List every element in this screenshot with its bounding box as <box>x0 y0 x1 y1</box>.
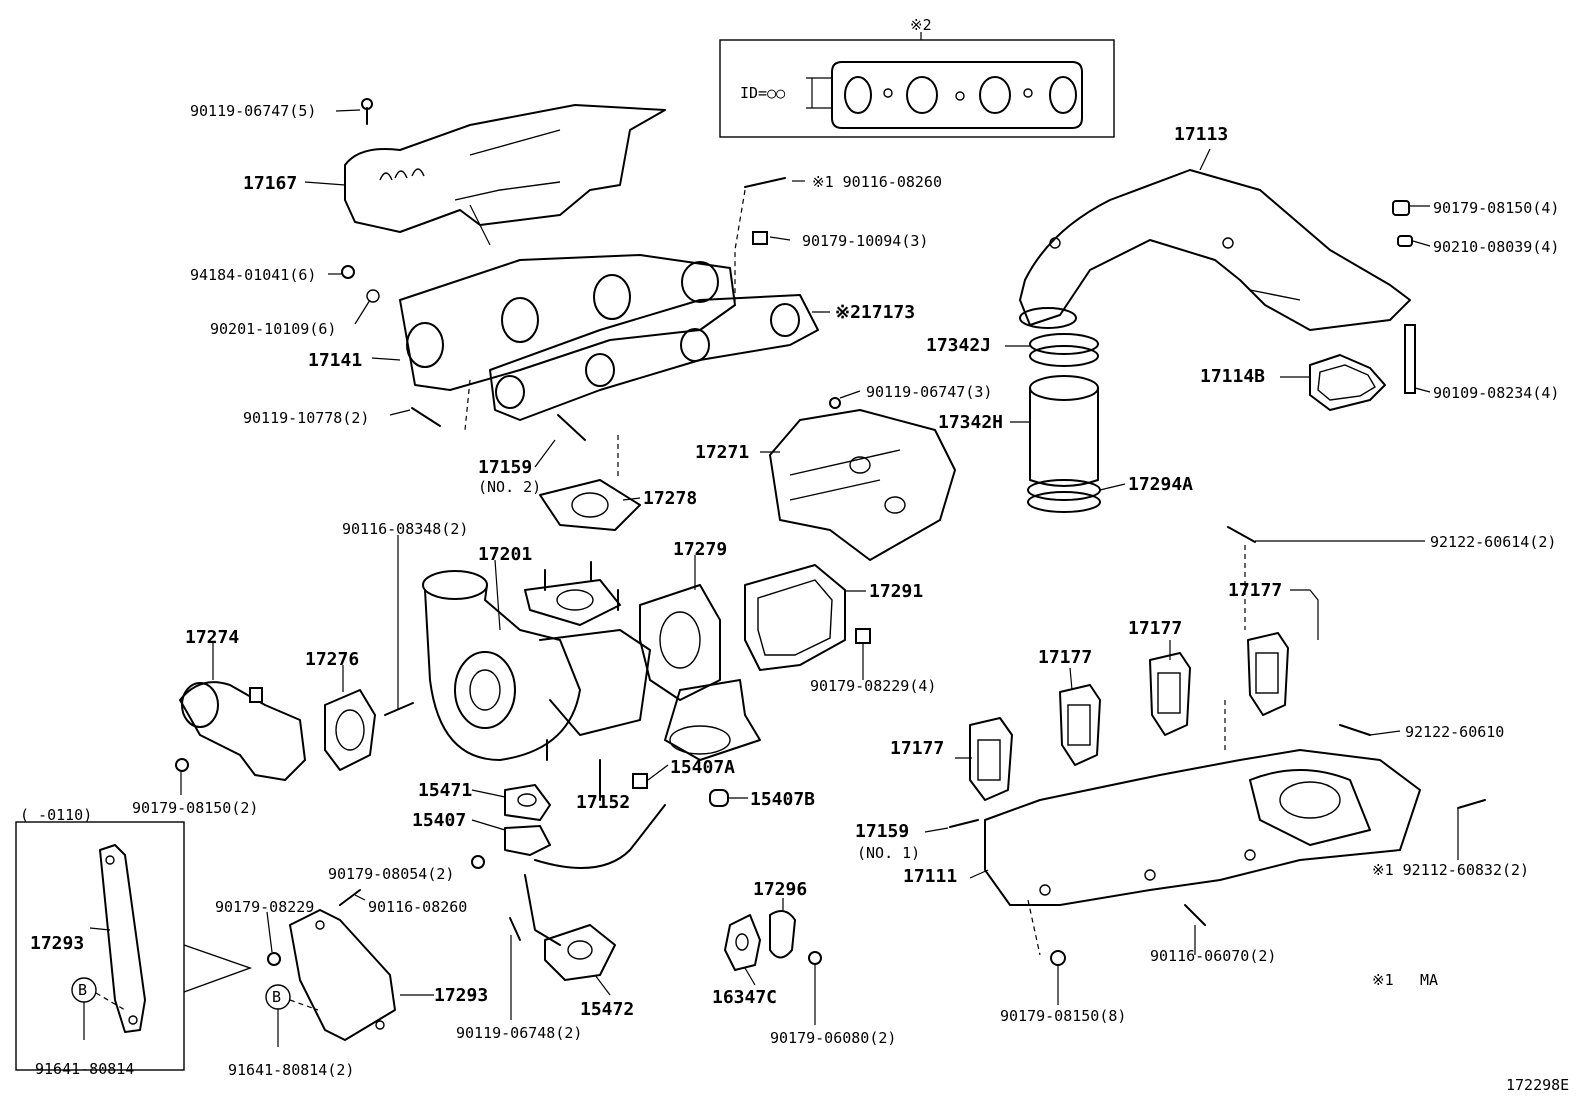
label-15407B: 15407B <box>750 789 815 810</box>
label-17173: ※217173 <box>835 302 915 323</box>
label-17296: 17296 <box>753 879 807 900</box>
label-17201: 17201 <box>478 544 532 565</box>
label-17342J: 17342J <box>926 335 991 356</box>
label-90210-08039: 90210-08039(4) <box>1433 238 1559 256</box>
label-15472: 15472 <box>580 999 634 1020</box>
label-17111: 17111 <box>903 866 957 887</box>
intake-pipe-17113 <box>1019 169 1413 331</box>
label-17141: 17141 <box>308 350 362 371</box>
label-91641-80814-inset: 91641-80814 <box>35 1060 134 1078</box>
label-17167: 17167 <box>243 173 297 194</box>
leader-lines <box>180 109 1459 1025</box>
label-90201-10109: 90201-10109(6) <box>210 320 336 338</box>
label-15407A: 15407A <box>670 757 735 778</box>
gasket-17278 <box>539 435 641 531</box>
label-90179-08229: 90179-08229 <box>215 898 314 916</box>
footnote-text: MA <box>1420 971 1438 989</box>
gasket-box-mark: ※2 <box>910 16 932 34</box>
label-90179-08150-2: 90179-08150(2) <box>132 799 258 817</box>
diagram-ref-code: 172298E <box>1506 1076 1569 1094</box>
label-90179-10094: 90179-10094(3) <box>802 232 928 250</box>
label-90179-08150-4: 90179-08150(4) <box>1433 199 1559 217</box>
inset-box <box>15 821 253 1071</box>
label-90119-06747-3: 90119-06747(3) <box>866 383 992 401</box>
gasket-17114B <box>1309 324 1416 411</box>
label-17276: 17276 <box>305 649 359 670</box>
label-no1: (NO. 1) <box>857 844 920 862</box>
label-90119-06747-5: 90119-06747(5) <box>190 102 316 120</box>
label-91641-80814-2: 91641-80814(2) <box>228 1061 354 1079</box>
label-92122-60614: 92122-60614(2) <box>1430 533 1556 551</box>
label-16347C: 16347C <box>712 987 777 1008</box>
label-17177-a: 17177 <box>1228 580 1282 601</box>
label-17293: 17293 <box>434 985 488 1006</box>
gasket-17279 <box>639 584 721 701</box>
label-92122-60610: 92122-60610 <box>1405 723 1504 741</box>
manifold-fasteners <box>411 177 786 441</box>
inset-range-label: ( -0110) <box>20 806 92 824</box>
footnote-mark: ※1 <box>1372 971 1394 989</box>
turbo-heat-insulator-17271 <box>769 397 956 561</box>
label-17278: 17278 <box>643 488 697 509</box>
label-17114B: 17114B <box>1200 366 1265 387</box>
label-17152: 17152 <box>576 792 630 813</box>
label-17291: 17291 <box>869 581 923 602</box>
label-90109-08234: 90109-08234(4) <box>1433 384 1559 402</box>
label-15471: 15471 <box>418 780 472 801</box>
label-17279: 17279 <box>673 539 727 560</box>
gasket-id-label: ID=○○ <box>740 84 785 102</box>
label-17113: 17113 <box>1174 124 1228 145</box>
label-17274: 17274 <box>185 627 239 648</box>
label-17159-no2: 17159 <box>478 457 532 478</box>
bracket-17293 <box>267 889 396 1041</box>
label-17294A: 17294A <box>1128 474 1193 495</box>
intake-manifold-17111 <box>949 724 1486 966</box>
gaskets-17296-16347C <box>724 910 796 971</box>
label-17177-c: 17177 <box>1038 647 1092 668</box>
label-90119-10778: 90119-10778(2) <box>243 409 369 427</box>
label-17342H: 17342H <box>938 412 1003 433</box>
label-17293-inset: 17293 <box>30 933 84 954</box>
label-90119-06748: 90119-06748(2) <box>456 1024 582 1042</box>
label-90116-08260-bottom: 90116-08260 <box>368 898 467 916</box>
label-90179-06080: 90179-06080(2) <box>770 1029 896 1047</box>
label-92112-60832: ※1 92112-60832(2) <box>1372 861 1529 879</box>
manifold-gasket-17173 <box>489 294 819 421</box>
hose-and-clamps <box>1027 333 1101 513</box>
label-15407: 15407 <box>412 810 466 831</box>
gasket-17276 <box>324 689 414 771</box>
inset-circle-b: B <box>78 981 87 999</box>
label-no2: (NO. 2) <box>478 478 541 496</box>
part-labels: ※2 ID=○○ 90119-06747(5) 17167 94184-0104… <box>20 16 1569 1094</box>
gaskets-17177 <box>969 526 1289 801</box>
label-17159-no1: 17159 <box>855 821 909 842</box>
label-94184-01041: 94184-01041(6) <box>190 266 316 284</box>
label-17271: 17271 <box>695 442 749 463</box>
label-90179-08150-8: 90179-08150(8) <box>1000 1007 1126 1025</box>
turbocharger-17201 <box>422 561 651 761</box>
oil-pipe-assembly <box>471 759 822 981</box>
gasket-detail-box <box>719 32 1115 138</box>
main-circle-b: B <box>272 988 281 1006</box>
heat-insulator-17167 <box>344 98 666 246</box>
inlet-elbow-17274 <box>175 681 306 781</box>
exhaust-elbow-17291 <box>664 564 871 761</box>
label-17177-d: 17177 <box>890 738 944 759</box>
circle-b-markers <box>71 977 319 1047</box>
label-90116-08348: 90116-08348(2) <box>342 520 468 538</box>
exhaust-manifold-17141 <box>341 254 736 391</box>
label-17177-b: 17177 <box>1128 618 1182 639</box>
label-90179-08229-4: 90179-08229(4) <box>810 677 936 695</box>
label-90179-08054: 90179-08054(2) <box>328 865 454 883</box>
label-90116-06070: 90116-06070(2) <box>1150 947 1276 965</box>
label-90116-08260-top: ※1 90116-08260 <box>812 173 942 191</box>
